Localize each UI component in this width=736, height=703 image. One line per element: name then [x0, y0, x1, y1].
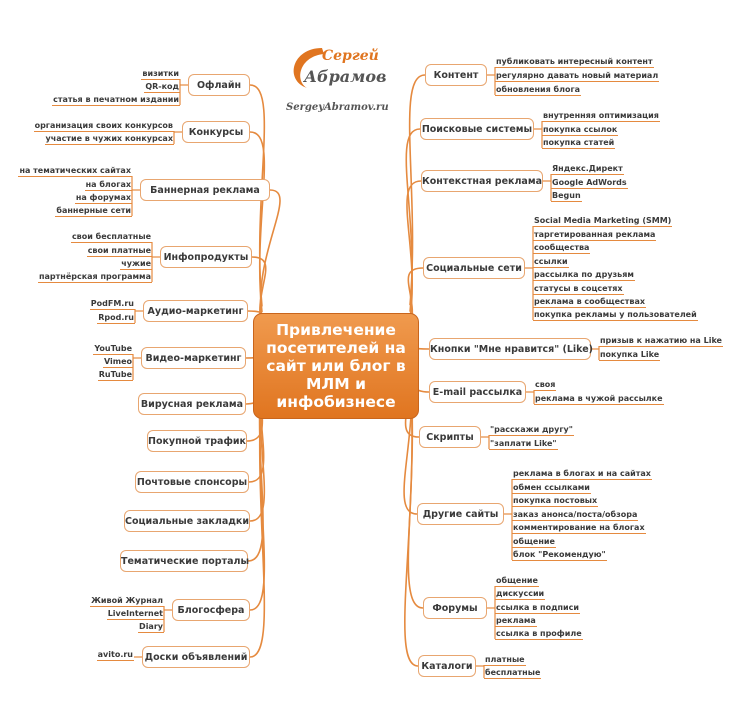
subtopic[interactable]: своя: [534, 380, 557, 391]
logo-site: SergeyAbramov.ru: [286, 102, 389, 113]
subtopic[interactable]: Diary: [138, 622, 164, 633]
connector: [249, 374, 266, 658]
branch-left-7[interactable]: Покупной трафик: [147, 430, 247, 452]
subtopic[interactable]: общение: [495, 576, 539, 587]
subtopic[interactable]: статусы в соцсетях: [533, 284, 624, 295]
subtopic[interactable]: свои платные: [86, 246, 152, 257]
branch-left-5[interactable]: Видео-маркетинг: [141, 347, 246, 369]
subtopic[interactable]: дискуссии: [495, 589, 546, 600]
subtopic[interactable]: покупка статей: [542, 138, 616, 149]
logo-line1: Сергей: [322, 47, 379, 64]
subtopic[interactable]: "заплати Like": [489, 439, 558, 450]
subtopic[interactable]: Vimeo: [102, 357, 133, 368]
subtopic[interactable]: LiveInternet: [106, 609, 164, 620]
branch-left-12[interactable]: Доски объявлений: [142, 646, 250, 668]
branch-left-10[interactable]: Тематические порталы: [120, 550, 249, 572]
subtopic[interactable]: ссылка в профиле: [495, 629, 583, 640]
subtopic[interactable]: Google AdWords: [551, 178, 628, 189]
subtopic[interactable]: комментирование на блогах: [512, 523, 646, 534]
subtopic[interactable]: реклама в чужой рассылке: [534, 394, 664, 405]
subtopic[interactable]: визитки: [141, 69, 180, 80]
branch-right-0[interactable]: Контент: [425, 64, 487, 86]
branch-left-2[interactable]: Баннерная реклама: [140, 179, 270, 201]
subtopic[interactable]: покупка Like: [599, 350, 661, 361]
connector: [406, 180, 422, 319]
subtopic[interactable]: блок "Рекомендую": [512, 550, 607, 561]
logo-line2: Абрамов: [303, 67, 387, 86]
branch-right-9[interactable]: Каталоги: [418, 655, 476, 677]
branch-left-3[interactable]: Инфопродукты: [160, 246, 252, 268]
subtopic[interactable]: RuTube: [97, 370, 133, 381]
subtopic[interactable]: регулярно давать новый материал: [495, 71, 660, 82]
subtopic[interactable]: QR-код: [144, 82, 180, 93]
subtopic[interactable]: покупка постовых: [512, 496, 599, 507]
branch-left-0[interactable]: Офлайн: [188, 74, 250, 96]
subtopic[interactable]: "расскажи другу": [489, 425, 574, 436]
branch-left-4[interactable]: Аудио-маркетинг: [143, 300, 248, 322]
subtopic[interactable]: PodFM.ru: [89, 299, 135, 310]
branch-left-8[interactable]: Почтовые спонсоры: [135, 471, 249, 493]
subtopic[interactable]: публиковать интересный контент: [495, 57, 654, 68]
subtopic[interactable]: Живой Журнал: [90, 596, 164, 607]
subtopic[interactable]: покупка ссылок: [542, 125, 619, 136]
subtopic[interactable]: заказ анонса/поста/обзора: [512, 510, 639, 521]
branch-left-6[interactable]: Вирусная реклама: [138, 393, 246, 415]
subtopic[interactable]: ссылки: [533, 257, 569, 268]
branch-right-5[interactable]: E-mail рассылка: [429, 381, 526, 403]
branch-right-6[interactable]: Скрипты: [419, 426, 481, 448]
subtopic[interactable]: платные: [484, 655, 526, 666]
subtopic[interactable]: на тематических сайтах: [18, 166, 132, 177]
subtopic[interactable]: Begun: [551, 191, 582, 202]
subtopic[interactable]: реклама: [495, 616, 537, 627]
subtopic[interactable]: реклама в блогах и на сайтах: [512, 469, 652, 480]
subtopic[interactable]: avito.ru: [96, 650, 134, 661]
subtopic[interactable]: Яндекс.Директ: [551, 164, 624, 175]
subtopic[interactable]: статья в печатном издании: [52, 95, 180, 106]
subtopic[interactable]: обмен ссылками: [512, 483, 591, 494]
subtopic[interactable]: сообщества: [533, 243, 591, 254]
subtopic[interactable]: реклама в сообществах: [533, 297, 646, 308]
branch-right-1[interactable]: Поисковые системы: [420, 118, 534, 140]
subtopic[interactable]: участие в чужих конкурсах: [44, 134, 174, 145]
connector: [259, 189, 281, 320]
subtopic[interactable]: на форумах: [74, 193, 132, 204]
branch-right-2[interactable]: Контекстная реклама: [421, 170, 543, 192]
subtopic[interactable]: общение: [512, 537, 556, 548]
subtopic[interactable]: Social Media Marketing (SMM): [533, 216, 673, 227]
subtopic[interactable]: организация своих конкурсов: [33, 121, 174, 132]
subtopic[interactable]: внутренняя оптимизация: [542, 111, 660, 122]
branch-left-9[interactable]: Социальные закладки: [124, 510, 250, 532]
subtopic[interactable]: свои бесплатные: [70, 232, 152, 243]
central-topic[interactable]: Привлечение посетителей на сайт или блог…: [253, 313, 419, 419]
subtopic[interactable]: баннерные сети: [55, 206, 132, 217]
branch-right-7[interactable]: Другие сайты: [417, 503, 504, 525]
subtopic[interactable]: бесплатные: [484, 668, 542, 679]
subtopic[interactable]: чужие: [120, 259, 152, 270]
subtopic[interactable]: YouTube: [93, 344, 133, 355]
branch-left-11[interactable]: Блогосфера: [172, 599, 250, 621]
subtopic[interactable]: рассылка по друзьям: [533, 270, 635, 281]
subtopic[interactable]: Rpod.ru: [97, 313, 135, 324]
logo: Сергей Абрамов SergeyAbramov.ru: [282, 40, 412, 120]
subtopic[interactable]: ссылка в подписи: [495, 603, 581, 614]
branch-right-4[interactable]: Кнопки "Мне нравится" (Like): [429, 338, 593, 360]
subtopic[interactable]: покупка рекламы у пользователей: [533, 310, 698, 321]
subtopic[interactable]: призыв к нажатию на Like: [599, 336, 723, 347]
branch-right-8[interactable]: Форумы: [423, 597, 487, 619]
subtopic[interactable]: на блогах: [84, 180, 132, 191]
central-topic-title: Привлечение посетителей на сайт или блог…: [266, 321, 406, 411]
branch-left-1[interactable]: Конкурсы: [182, 121, 250, 143]
subtopic[interactable]: таргетированная реклама: [533, 230, 657, 241]
subtopic[interactable]: партнёрская программа: [38, 272, 152, 283]
subtopic[interactable]: обновления блога: [495, 85, 582, 96]
branch-right-3[interactable]: Социальные сети: [423, 257, 525, 279]
connector: [404, 376, 419, 667]
logo-mark: Сергей Абрамов SergeyAbramov.ru: [286, 47, 389, 113]
